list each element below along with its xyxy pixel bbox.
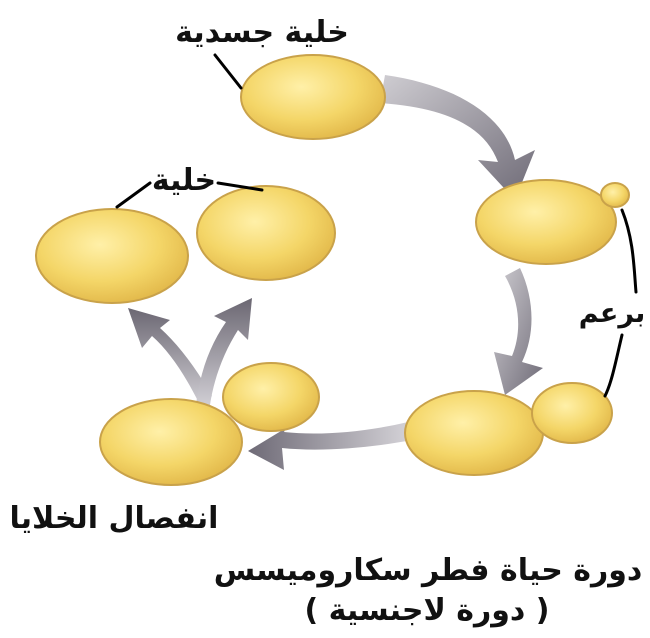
label-separation: انفصال الخلايا [10, 501, 219, 536]
leader-cell-left [115, 181, 152, 209]
separating-cell-small [222, 362, 320, 432]
arrow-bottom-left [248, 422, 412, 470]
arrow-top-to-right [380, 75, 535, 200]
diagram-title: دورة حياة فطر سكاروميسس [214, 553, 643, 588]
cycle-arrows [128, 75, 543, 470]
somatic-cell [240, 54, 386, 140]
leader-cell-right [216, 181, 264, 192]
diagram-subtitle: ( دورة لاجنسية ) [305, 593, 550, 628]
leader-bud-top [620, 208, 638, 294]
arrow-right-down [494, 268, 543, 395]
label-somatic-cell: خلية جسدية [175, 15, 349, 50]
label-cell: خلية [152, 163, 216, 198]
arrow-up-left [128, 308, 212, 405]
budding-cell [475, 179, 617, 265]
leader-somatic-cell [213, 53, 243, 90]
yeast-cells [35, 54, 630, 486]
mother-cell-bottom-right [404, 390, 544, 476]
arrow-up-right [196, 298, 252, 405]
separating-cell-large [99, 398, 243, 486]
daughter-cell-right [196, 185, 336, 281]
daughter-cell-left [35, 208, 189, 304]
label-leaders [115, 53, 638, 398]
label-bud: برعم [579, 298, 646, 329]
small-bud [600, 182, 630, 208]
large-bud [531, 382, 613, 444]
leader-bud-bottom [603, 333, 624, 398]
